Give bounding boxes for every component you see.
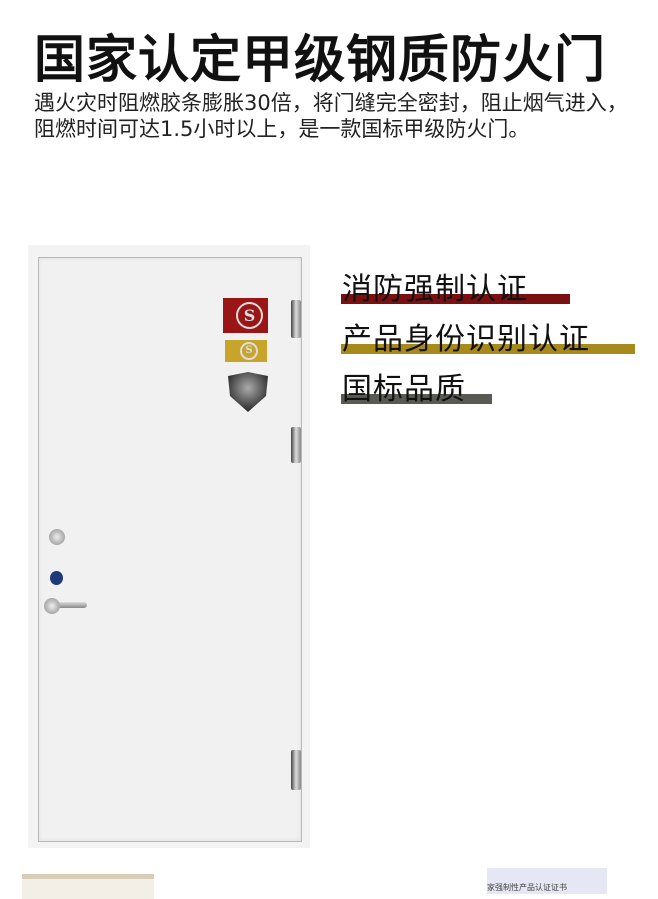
feature-underline [341,294,570,304]
thumb-turn-icon [50,571,63,585]
fire-certification-badge: S [223,298,268,333]
feature-underline [341,344,635,354]
hinge-icon [291,427,301,463]
identity-certification-badge: S [225,340,267,362]
lock-cylinder-icon [49,529,65,545]
handle-rose-icon [44,598,60,614]
feature-underline [341,394,492,404]
feature-identity-certification: 产品身份识别认证 [342,322,590,357]
certificate-image: 家强制性产品认证证书 [487,868,607,894]
page-title: 国家认定甲级钢质防火门 [34,30,607,90]
certificate-image [22,874,154,899]
description: 遇火灾时阻燃胶条膨胀30倍，将门缝完全密封，阻止烟气进入，阻燃时间可达1.5小时… [34,91,628,141]
hinge-icon [291,300,301,338]
certificate-caption: 家强制性产品认证证书 [487,883,567,892]
feature-national-quality: 国标品质 [342,372,466,407]
door-handle-icon [52,602,87,608]
feature-fire-certification: 消防强制认证 [342,272,528,307]
hinge-icon [291,750,301,790]
